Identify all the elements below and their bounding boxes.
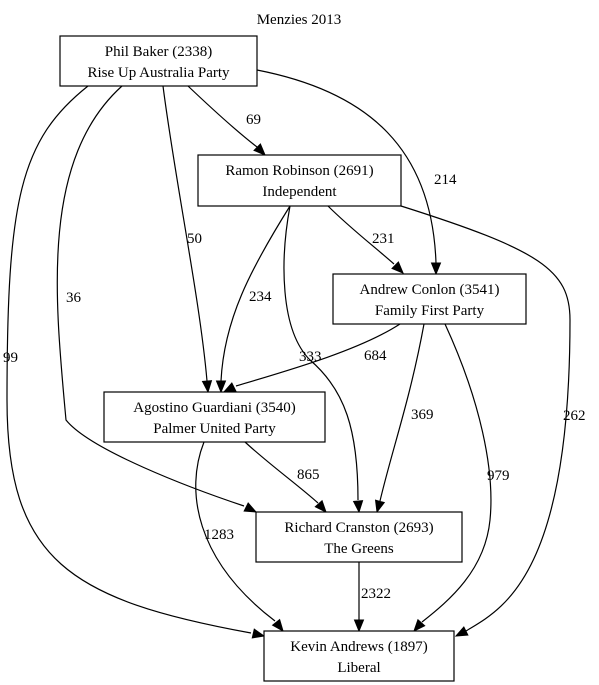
edge-line	[256, 69, 437, 264]
arrowhead	[454, 626, 469, 637]
node-box	[255, 511, 463, 563]
edge-label: 231	[372, 231, 395, 247]
candidate-name: Ramon Robinson (2691)	[225, 163, 373, 179]
node-cranston: Richard Cranston (2693) The Greens	[255, 511, 463, 563]
edge-label: 36	[66, 290, 82, 306]
edge-line	[327, 205, 395, 265]
arrowhead	[413, 618, 426, 632]
edge-guardiani-to-cranston: 865	[244, 441, 327, 513]
edge-label: 262	[563, 408, 586, 424]
edge-line	[195, 441, 276, 622]
candidate-name: Richard Cranston (2693)	[284, 520, 433, 536]
edge-baker-to-conlon: 214	[256, 69, 457, 276]
arrowhead	[391, 261, 404, 274]
edge-conlon-to-guardiani: 684	[222, 323, 401, 393]
candidate-party: Palmer United Party	[153, 421, 276, 437]
edge-robinson-to-andrews: 262	[400, 205, 586, 637]
node-box	[59, 35, 258, 87]
nodes-layer: Phil Baker (2338) Rise Up Australia Party…	[59, 35, 527, 682]
candidate-party: Family First Party	[375, 303, 485, 319]
arrowhead	[215, 380, 227, 394]
candidate-name: Kevin Andrews (1897)	[290, 639, 427, 655]
candidate-name: Phil Baker (2338)	[105, 44, 212, 60]
arrowhead	[251, 628, 266, 639]
edge-label: 99	[3, 350, 18, 366]
edge-line	[400, 205, 571, 632]
edge-baker-to-andrews: 99	[3, 85, 266, 639]
arrowhead	[353, 619, 365, 633]
edge-label: 2322	[361, 586, 391, 602]
node-box	[263, 630, 455, 682]
edge-label: 369	[411, 407, 434, 423]
candidate-party: The Greens	[324, 541, 394, 557]
edge-line	[421, 323, 492, 623]
arrowhead	[314, 499, 327, 513]
edge-line	[235, 323, 401, 387]
edge-label: 234	[249, 289, 272, 305]
edge-guardiani-to-andrews: 1283	[195, 441, 284, 633]
edge-conlon-to-andrews: 979	[413, 323, 510, 632]
edge-line	[162, 85, 208, 382]
edge-cranston-to-andrews: 2322	[353, 562, 391, 633]
diagram-title: Menzies 2013	[257, 12, 342, 28]
candidate-party: Rise Up Australia Party	[87, 65, 230, 81]
edge-label: 214	[434, 172, 457, 188]
candidate-party: Liberal	[337, 660, 380, 676]
arrowhead	[222, 382, 237, 393]
edges-layer: 6921450369923123433326268436997986512832…	[3, 69, 586, 639]
edge-line	[244, 441, 319, 504]
edge-label: 50	[187, 231, 202, 247]
edge-baker-to-guardiani: 50	[162, 85, 213, 394]
edge-label: 684	[364, 348, 387, 364]
arrowhead	[430, 262, 442, 276]
candidate-party: Independent	[262, 184, 337, 200]
edge-line	[283, 205, 359, 501]
edge-label: 1283	[204, 527, 234, 543]
edge-line	[187, 85, 258, 148]
edge-label: 865	[297, 467, 320, 483]
node-box	[197, 154, 402, 207]
candidate-name: Andrew Conlon (3541)	[360, 282, 500, 298]
edge-baker-to-cranston: 36	[56, 85, 258, 513]
arrowhead	[243, 502, 258, 513]
edge-conlon-to-cranston: 369	[374, 323, 434, 514]
node-baker: Phil Baker (2338) Rise Up Australia Party	[59, 35, 258, 87]
edge-line	[6, 85, 252, 634]
arrowhead	[253, 143, 266, 156]
node-guardiani: Agostino Guardiani (3540) Palmer United P…	[103, 391, 326, 443]
arrowhead	[352, 500, 364, 514]
edge-robinson-to-guardiani: 234	[215, 205, 291, 394]
edge-baker-to-robinson: 69	[187, 85, 266, 156]
candidate-name: Agostino Guardiani (3540)	[133, 400, 295, 416]
node-robinson: Ramon Robinson (2691) Independent	[197, 154, 402, 207]
node-conlon: Andrew Conlon (3541) Family First Party	[332, 273, 527, 325]
edge-line	[56, 85, 245, 507]
edge-line	[379, 323, 425, 502]
edge-label: 979	[487, 468, 510, 484]
edge-line	[220, 205, 291, 382]
arrowhead	[271, 618, 284, 633]
node-box	[103, 391, 326, 443]
arrowhead	[374, 499, 386, 514]
edge-robinson-to-conlon: 231	[327, 205, 404, 274]
node-andrews: Kevin Andrews (1897) Liberal	[263, 630, 455, 682]
node-box	[332, 273, 527, 325]
arrowhead	[201, 380, 213, 394]
edge-label: 69	[246, 112, 261, 128]
